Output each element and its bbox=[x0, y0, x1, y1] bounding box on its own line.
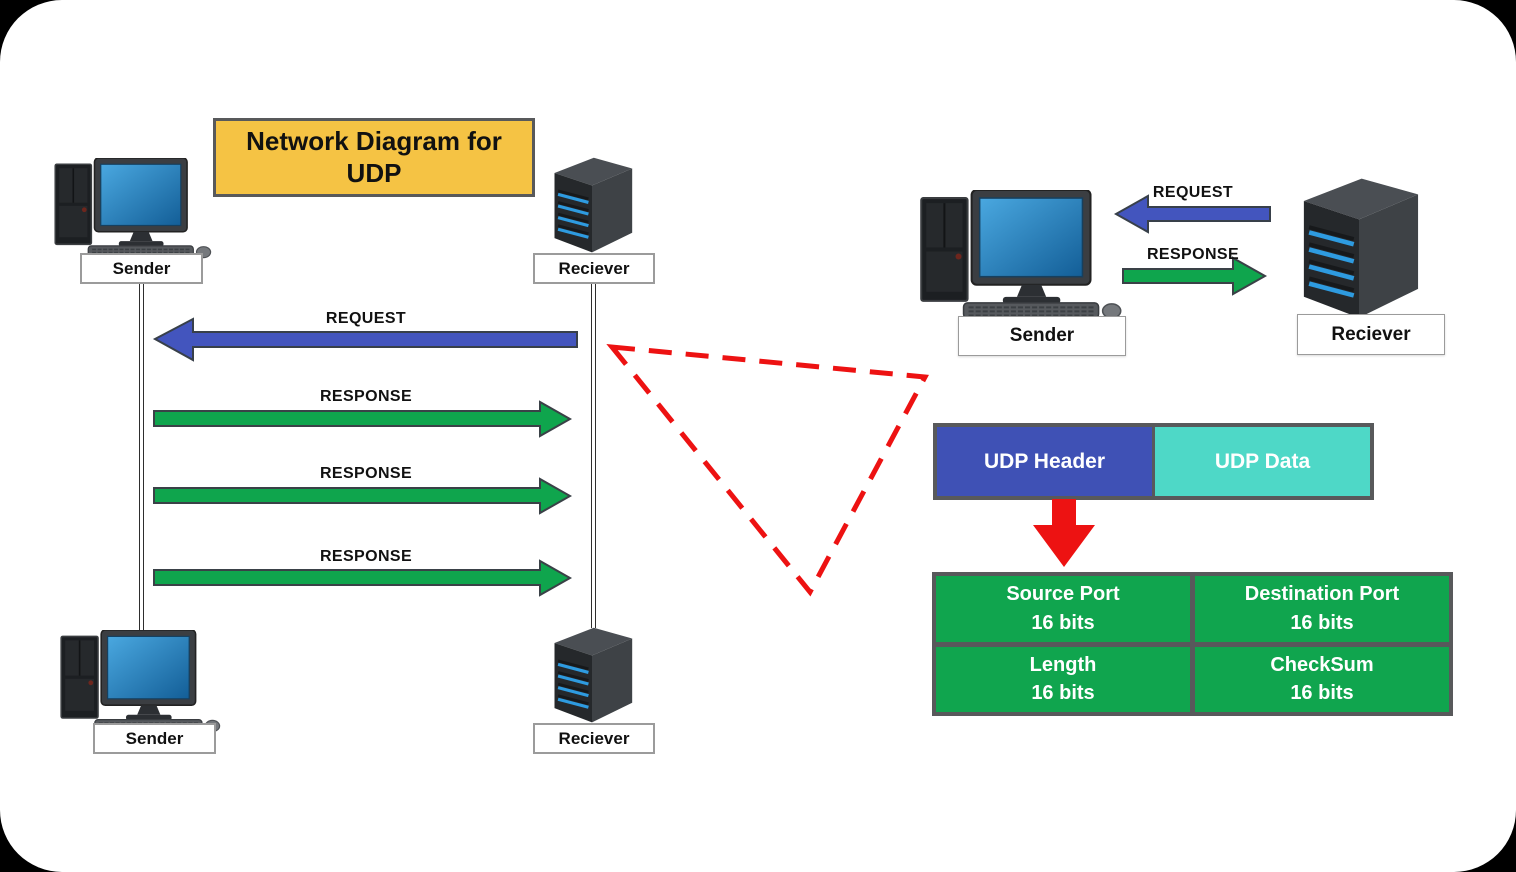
field-length: Length 16 bits bbox=[936, 646, 1190, 712]
receiver-bottom-text: Reciever bbox=[558, 728, 630, 748]
dashed-triangle-connector bbox=[606, 343, 929, 597]
server-icon bbox=[546, 156, 638, 256]
response-label-3: RESPONSE bbox=[319, 548, 413, 565]
response-arrow-2 bbox=[153, 477, 573, 515]
exchange-receiver-text: Reciever bbox=[1331, 323, 1411, 345]
exchange-response-label: RESPONSE bbox=[1146, 246, 1240, 263]
exchange-sender-label: Sender bbox=[958, 316, 1126, 356]
field-size: 16 bits bbox=[1031, 611, 1095, 634]
field-checksum: CheckSum 16 bits bbox=[1195, 646, 1449, 712]
field-size: 16 bits bbox=[1290, 682, 1354, 705]
field-name: CheckSum bbox=[1270, 653, 1374, 676]
field-destination-port: Destination Port 16 bits bbox=[1195, 576, 1449, 642]
server-icon bbox=[546, 626, 638, 726]
page-title: Network Diagram for UDP bbox=[246, 125, 502, 188]
sender-lifeline bbox=[139, 284, 144, 632]
receiver-bottom-label: Reciever bbox=[533, 723, 655, 754]
response-arrow-1 bbox=[153, 400, 573, 438]
desktop-computer-icon bbox=[58, 630, 226, 734]
desktop-computer-icon bbox=[52, 158, 217, 260]
field-name: Length bbox=[1029, 653, 1097, 676]
udp-packet-box: UDP Header UDP Data bbox=[933, 423, 1374, 500]
sender-bottom-label: Sender bbox=[93, 723, 216, 754]
sender-top-text: Sender bbox=[112, 258, 171, 278]
udp-data-cell: UDP Data bbox=[1152, 427, 1370, 496]
response-arrow-3 bbox=[153, 559, 573, 597]
exchange-request-arrow bbox=[1113, 194, 1271, 234]
receiver-top-text: Reciever bbox=[558, 258, 630, 278]
field-name: Source Port bbox=[1006, 583, 1120, 606]
field-size: 16 bits bbox=[1290, 611, 1354, 634]
exchange-receiver-label: Reciever bbox=[1297, 314, 1445, 355]
red-down-arrow bbox=[1033, 499, 1095, 567]
receiver-top-label: Reciever bbox=[533, 253, 655, 284]
title-box: Network Diagram for UDP bbox=[213, 118, 535, 197]
receiver-lifeline bbox=[591, 284, 596, 628]
field-name: Destination Port bbox=[1244, 583, 1400, 606]
sender-bottom-text: Sender bbox=[125, 728, 184, 748]
response-label-2: RESPONSE bbox=[319, 465, 413, 482]
exchange-request-label: REQUEST bbox=[1152, 184, 1234, 201]
server-icon bbox=[1293, 176, 1425, 323]
udp-header-fields-table: Source Port 16 bits Destination Port 16 … bbox=[932, 572, 1453, 716]
request-arrow bbox=[152, 317, 578, 362]
udp-data-text: UDP Data bbox=[1214, 449, 1311, 473]
udp-header-text: UDP Header bbox=[984, 449, 1105, 473]
exchange-response-arrow bbox=[1122, 256, 1268, 296]
field-size: 16 bits bbox=[1031, 682, 1095, 705]
response-label-1: RESPONSE bbox=[319, 388, 413, 405]
desktop-computer-icon bbox=[917, 190, 1129, 321]
sender-top-label: Sender bbox=[80, 253, 203, 284]
exchange-sender-text: Sender bbox=[1009, 325, 1075, 346]
udp-header-cell: UDP Header bbox=[937, 427, 1152, 496]
field-source-port: Source Port 16 bits bbox=[936, 576, 1190, 642]
request-label: REQUEST bbox=[325, 310, 407, 327]
